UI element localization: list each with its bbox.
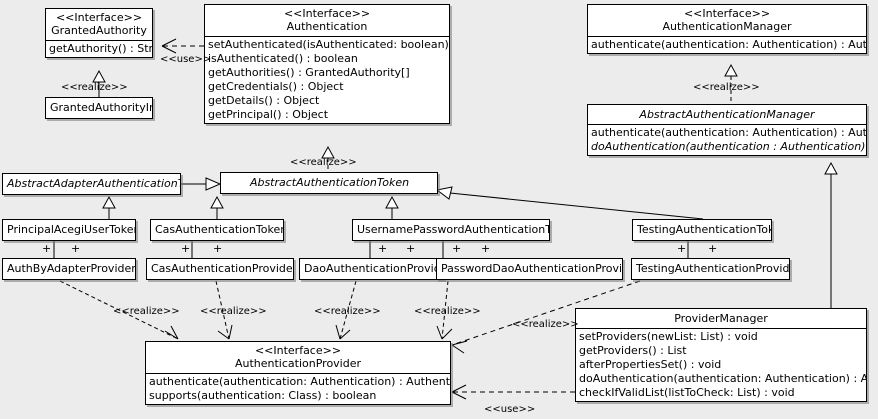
edge-label-realize-password-dao-authentication-provider: <<realize>> — [414, 306, 481, 317]
class-header: <<Interface>> AuthenticationManager — [588, 5, 866, 36]
class-name: TestingAuthenticationToken — [637, 223, 771, 236]
edge-label-realize-auth-by-adapter-provider: <<realize>> — [113, 306, 180, 317]
class-username-password-authentication-token[interactable]: UsernamePasswordAuthenticationToken — [352, 219, 550, 241]
nested-marker-plus: + — [708, 242, 718, 255]
class-name: CasAuthenticationProvider — [151, 262, 294, 275]
class-name: PasswordDaoAuthenticationProvider — [441, 262, 623, 275]
class-name: Authentication — [286, 20, 368, 33]
operation: getCredentials() : Object — [208, 80, 344, 93]
operation: authenticate(authentication: Authenticat… — [149, 375, 451, 388]
class-name: AbstractAuthenticationToken — [249, 176, 410, 189]
operation: getAuthorities() : GrantedAuthority[] — [208, 66, 410, 79]
edge-label-realize-testing-authentication-provider: <<realize>> — [512, 319, 579, 330]
class-name: DaoAuthenticationProvider — [304, 262, 444, 275]
edge-label-realize-cas-authentication-provider: <<realize>> — [200, 306, 267, 317]
operation: authenticate(authentication: Authenticat… — [591, 38, 867, 51]
nested-marker-plus: + — [181, 242, 191, 255]
class-name: GrantedAuthorityImpl — [50, 101, 152, 114]
operation: getProviders() : List — [579, 344, 687, 357]
edge-label-use-provider-manager-authentication-provider: <<use>> — [484, 404, 536, 415]
edge-label-use-authentication-grantedauthority: <<use>> — [160, 54, 212, 65]
operation: checkIfValidList(listToCheck: List) : vo… — [579, 386, 795, 399]
class-name: PrincipalAcegiUserToken — [7, 223, 136, 236]
operations-compartment: authenticate(authentication: Authenticat… — [588, 124, 866, 155]
class-name: AuthenticationManager — [662, 20, 792, 33]
operation: authenticate(authentication: Authenticat… — [591, 126, 867, 139]
class-name: UsernamePasswordAuthenticationToken — [357, 223, 550, 236]
class-name: AuthenticationProvider — [234, 357, 362, 370]
class-cas-authentication-token[interactable]: CasAuthenticationToken — [150, 219, 284, 241]
operations-compartment: setProviders(newList: List) : void getPr… — [576, 328, 866, 401]
class-cas-authentication-provider[interactable]: CasAuthenticationProvider — [146, 258, 294, 280]
class-name: AuthByAdapterProvider — [7, 262, 136, 275]
class-abstract-authentication-token[interactable]: AbstractAuthenticationToken — [220, 172, 438, 194]
edge-label-realize-dao-authentication-provider: <<realize>> — [314, 306, 381, 317]
nested-marker-plus: + — [42, 242, 52, 255]
class-name: ProviderManager — [674, 312, 768, 325]
class-granted-authority-impl[interactable]: GrantedAuthorityImpl — [45, 97, 153, 119]
operation: setProviders(newList: List) : void — [579, 330, 758, 343]
operations-compartment: getAuthority() : String — [46, 40, 152, 57]
operation: getPrincipal() : Object — [208, 108, 329, 121]
class-provider-manager[interactable]: ProviderManager setProviders(newList: Li… — [575, 308, 867, 402]
stereotype-label: <<Interface>> — [683, 7, 771, 20]
class-name: AbstractAuthenticationManager — [639, 108, 815, 121]
class-auth-by-adapter-provider[interactable]: AuthByAdapterProvider — [2, 258, 136, 280]
nested-marker-plus: + — [71, 242, 81, 255]
operations-compartment: authenticate(authentication: Authenticat… — [588, 36, 866, 53]
class-name: CasAuthenticationToken — [155, 223, 284, 236]
class-header: <<Interface>> Authentication — [205, 5, 449, 36]
class-abstract-adapter-authentication-token[interactable]: AbstractAdapterAuthenticationToken — [2, 173, 181, 195]
class-principal-acegi-user-token[interactable]: PrincipalAcegiUserToken — [2, 219, 136, 241]
operation: doAuthentication(authentication: Authent… — [579, 372, 866, 385]
class-testing-authentication-token[interactable]: TestingAuthenticationToken — [632, 219, 772, 241]
class-authentication[interactable]: <<Interface>> Authentication setAuthenti… — [204, 4, 450, 124]
operation: getDetails() : Object — [208, 94, 320, 107]
class-testing-authentication-provider[interactable]: TestingAuthenticationProvider — [631, 258, 790, 280]
operation: setAuthenticated(isAuthenticated: boolea… — [208, 38, 449, 51]
stereotype-label: <<Interface>> — [55, 11, 143, 24]
class-password-dao-authentication-provider[interactable]: PasswordDaoAuthenticationProvider — [436, 258, 623, 280]
operation: getAuthority() : String — [49, 42, 153, 55]
nested-marker-plus: + — [481, 242, 491, 255]
class-name: TestingAuthenticationProvider — [636, 262, 790, 275]
class-authentication-provider[interactable]: <<Interface>> AuthenticationProvider aut… — [145, 341, 451, 405]
nested-marker-plus: + — [378, 242, 388, 255]
nested-marker-plus: + — [213, 242, 223, 255]
class-authentication-manager[interactable]: <<Interface>> AuthenticationManager auth… — [587, 4, 867, 54]
operation: supports(authentication: Class) : boolea… — [149, 389, 377, 402]
operations-compartment: setAuthenticated(isAuthenticated: boolea… — [205, 36, 449, 123]
class-granted-authority[interactable]: <<Interface>> GrantedAuthority getAuthor… — [45, 8, 153, 58]
nested-marker-plus: + — [452, 242, 462, 255]
operation: afterPropertiesSet() : void — [579, 358, 722, 371]
stereotype-label: <<Interface>> — [283, 7, 371, 20]
class-name: GrantedAuthority — [51, 24, 147, 37]
operation: isAuthenticated() : boolean — [208, 52, 358, 65]
class-dao-authentication-provider[interactable]: DaoAuthenticationProvider — [299, 258, 444, 280]
nested-marker-plus: + — [677, 242, 687, 255]
class-header: AbstractAuthenticationManager — [588, 105, 866, 124]
class-name: AbstractAdapterAuthenticationToken — [7, 177, 180, 190]
edge-label-realize-abstract-authentication-token: <<realize>> — [290, 157, 357, 168]
nested-marker-plus: + — [406, 242, 416, 255]
stereotype-label: <<Interface>> — [254, 344, 342, 357]
edge-label-realize-abstract-authentication-manager: <<realize>> — [693, 82, 760, 93]
class-header: <<Interface>> GrantedAuthority — [46, 9, 152, 40]
class-header: ProviderManager — [576, 309, 866, 328]
class-header: <<Interface>> AuthenticationProvider — [146, 342, 450, 373]
edge-label-realize-granted-authority-impl: <<realize>> — [61, 82, 128, 93]
operations-compartment: authenticate(authentication: Authenticat… — [146, 373, 450, 404]
operation: doAuthentication(authentication : Authen… — [591, 140, 866, 153]
class-abstract-authentication-manager[interactable]: AbstractAuthenticationManager authentica… — [587, 104, 867, 156]
